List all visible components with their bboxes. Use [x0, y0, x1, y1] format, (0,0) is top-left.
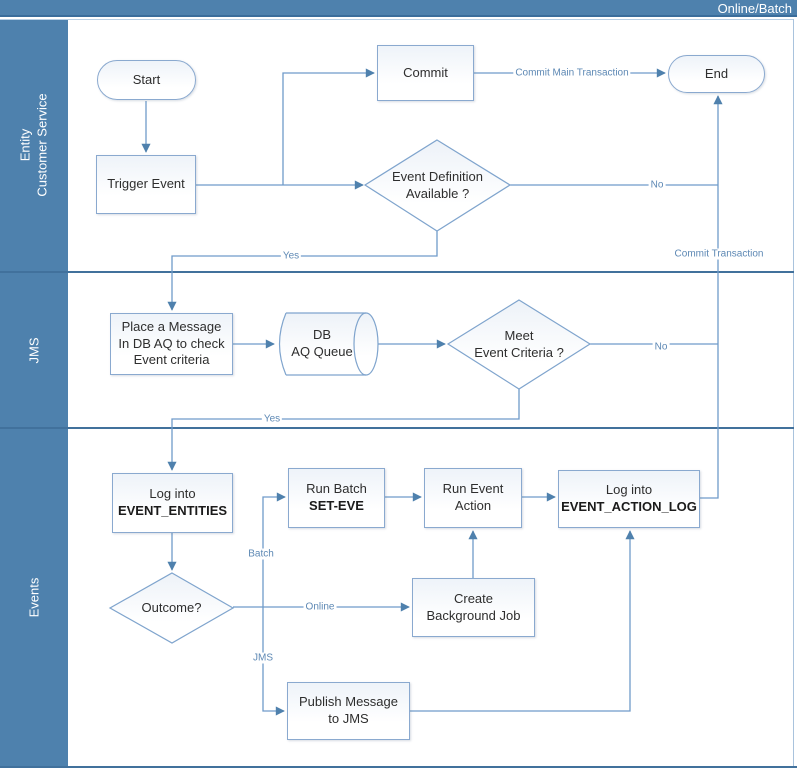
node-run-event-action: Run Event Action: [424, 468, 522, 528]
node-db-aq-queue-label: DB AQ Queue: [278, 313, 366, 375]
edge-meet-criteria-yes: [167, 389, 520, 471]
edge-label-commit-main-transaction: Commit Main Transaction: [513, 67, 631, 79]
diagram-title: Online/Batch: [717, 1, 792, 16]
node-label: EVENT_ACTION_LOG: [561, 499, 697, 514]
edge-label-no-meet-criteria: No: [652, 341, 670, 353]
node-label: AQ Queue: [291, 344, 353, 359]
lane-divider-1: [0, 271, 794, 273]
lane-label-events: Events: [0, 429, 68, 766]
node-label: Publish Message: [299, 694, 398, 710]
edge-label-batch: Batch: [246, 548, 276, 560]
node-label: Commit: [403, 64, 448, 80]
node-outcome-label: Outcome?: [110, 573, 233, 643]
lane-label-jms: JMS: [0, 273, 68, 427]
edge-commit-transaction-to-end: [700, 95, 723, 499]
edge-label-no-event-definition: No: [648, 179, 666, 191]
node-label: Outcome?: [141, 599, 202, 615]
node-label: Meet: [504, 327, 534, 343]
node-label: DB: [312, 327, 332, 343]
diagram-title-bar: Online/Batch: [0, 0, 797, 17]
node-label: Available ?: [405, 185, 470, 201]
node-run-batch: Run Batch SET-EVE: [288, 468, 385, 528]
lane-divider-2: [0, 427, 794, 429]
node-commit: Commit: [377, 45, 474, 101]
lane-label-line: Entity: [18, 128, 33, 162]
node-label: Action: [454, 498, 492, 513]
edge-label-yes-event-definition: Yes: [280, 250, 302, 262]
node-place-message: Place a Message In DB AQ to check Event …: [110, 313, 233, 375]
node-start: Start: [97, 60, 196, 100]
node-label: Trigger Event: [107, 176, 185, 192]
node-label: EVENT_ENTITIES: [117, 503, 228, 518]
node-end: End: [668, 55, 765, 93]
node-label: Run Batch: [306, 481, 367, 497]
node-label: End: [704, 65, 729, 81]
edge-label-online: Online: [303, 601, 337, 613]
node-label: Event criteria: [133, 352, 210, 368]
node-log-event-entities: Log into EVENT_ENTITIES: [112, 473, 233, 533]
edge-label-yes-meet-criteria: Yes: [261, 413, 283, 425]
content-right-border: [793, 19, 794, 767]
lane-label-line: Customer Service: [35, 93, 50, 197]
node-label: Log into: [605, 482, 653, 498]
lane-label-column: [0, 19, 68, 766]
node-label: Event Criteria ?: [474, 344, 564, 360]
lane-label-entity-customer-service: Entity Customer Service: [0, 19, 68, 271]
diagram-bottom-border: [0, 766, 797, 768]
lane-label-line: Events: [26, 577, 42, 618]
node-label: SET-EVE: [309, 498, 364, 513]
node-event-definition-label: Event Definition Available ?: [365, 140, 510, 231]
node-label: Create: [453, 590, 494, 606]
node-publish-message-jms: Publish Message to JMS: [287, 682, 410, 740]
decision-shapes: [108, 139, 592, 644]
lane-label-line: JMS: [26, 337, 42, 363]
node-label: to JMS: [328, 711, 369, 726]
edge-label-commit-transaction: Commit Transaction: [672, 248, 766, 260]
node-meet-criteria-label: Meet Event Criteria ?: [448, 300, 590, 389]
node-trigger-event: Trigger Event: [96, 155, 196, 214]
node-label: Event Definition: [391, 168, 484, 184]
node-label: Place a Message: [121, 319, 222, 335]
node-log-event-action-log: Log into EVENT_ACTION_LOG: [558, 470, 700, 528]
node-label: Run Event: [442, 481, 504, 497]
edge-label-jms: JMS: [251, 652, 275, 664]
node-label: In DB AQ to check: [118, 335, 225, 351]
node-create-background-job: Create Background Job: [412, 578, 535, 637]
content-top-border: [0, 19, 794, 20]
node-label: Background Job: [426, 607, 521, 623]
node-label: Start: [132, 71, 161, 87]
node-label: Log into: [149, 486, 196, 502]
edge-trigger-branch-to-commit: [282, 68, 375, 185]
